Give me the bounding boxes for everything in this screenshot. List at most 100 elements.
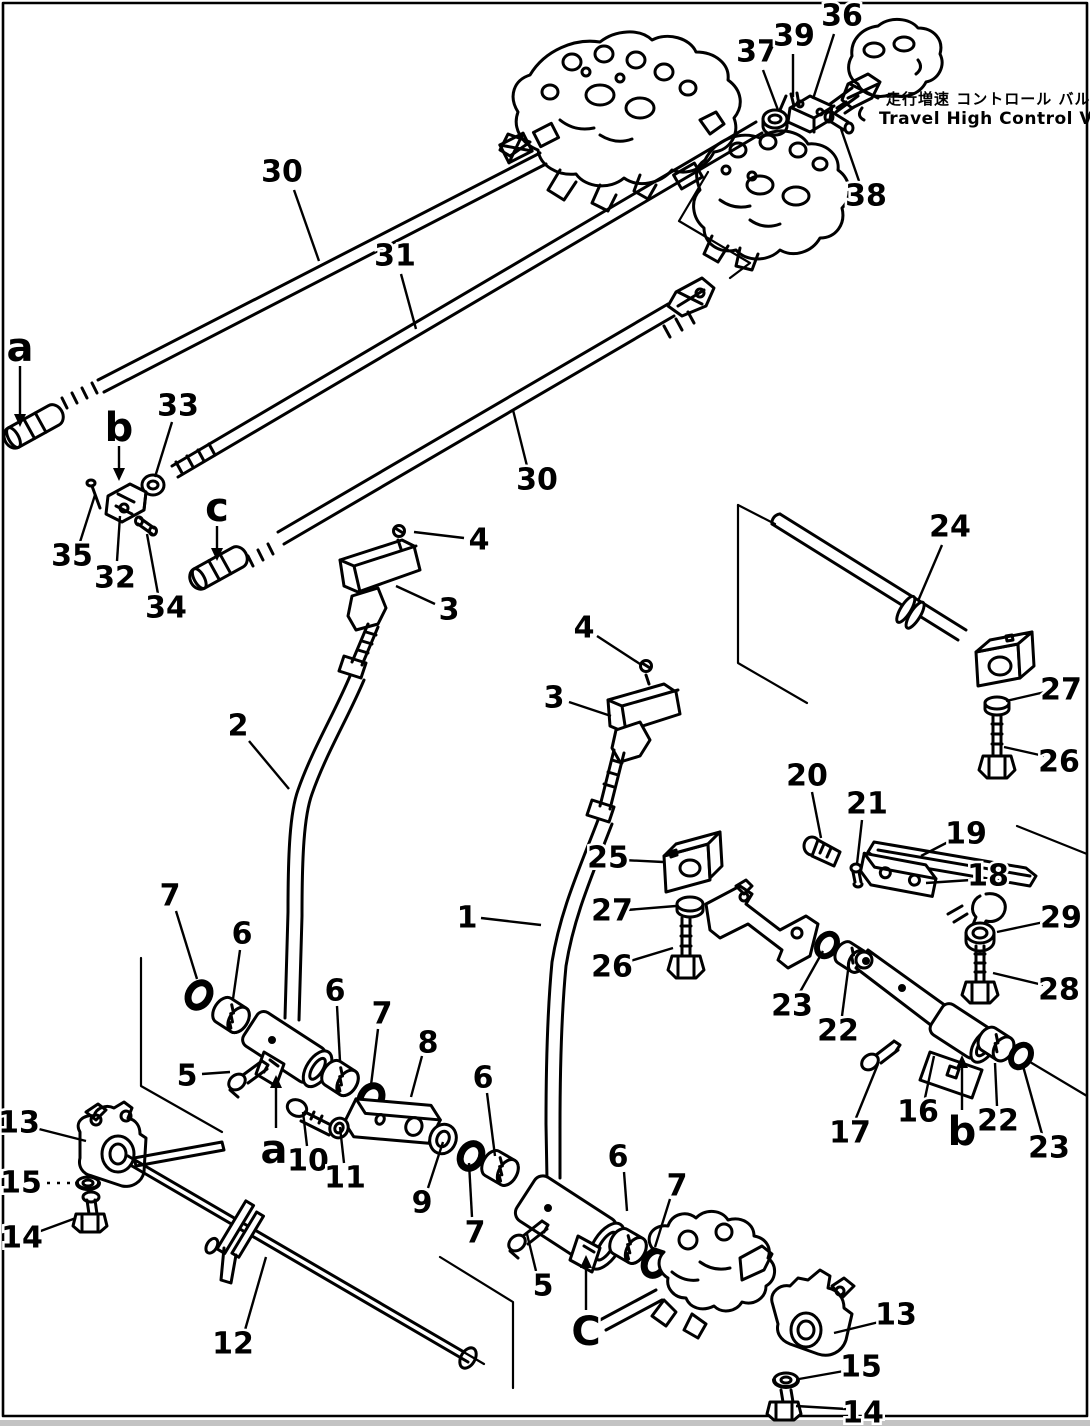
callout-leader-30 bbox=[292, 189, 321, 262]
ref-letter-a: a bbox=[261, 1127, 288, 1173]
callout-leader-6 bbox=[622, 1171, 629, 1212]
callout-label-15: 15 bbox=[840, 1350, 882, 1385]
callout-leader-5 bbox=[525, 1233, 538, 1272]
callout-leader-1 bbox=[480, 916, 542, 927]
callout-label-6: 6 bbox=[325, 974, 346, 1009]
callout-label-30: 30 bbox=[261, 155, 303, 190]
callout-label-30: 30 bbox=[516, 463, 558, 498]
callout-label-8: 8 bbox=[418, 1026, 439, 1061]
callout-leader-29 bbox=[996, 920, 1045, 934]
callout-leader-30 bbox=[511, 409, 529, 467]
cable-clamp-36-assembly bbox=[761, 86, 860, 137]
bar-19 bbox=[866, 840, 1038, 888]
callout-label-23: 23 bbox=[771, 989, 813, 1024]
callout-label-1: 1 bbox=[457, 901, 478, 936]
lever-2-assembly bbox=[241, 524, 422, 1089]
callout-leader-26 bbox=[626, 946, 674, 964]
callout-leader-11 bbox=[338, 1126, 346, 1164]
callout-label-4: 4 bbox=[574, 611, 595, 646]
center-boss-hardware bbox=[428, 1122, 670, 1279]
pin-34 bbox=[134, 515, 158, 537]
control-cable-30-lower bbox=[188, 276, 716, 591]
callout-leader-22 bbox=[840, 962, 851, 1017]
callout-leader-2 bbox=[248, 740, 290, 790]
callout-leader-13 bbox=[34, 1126, 87, 1143]
callout-leader-4 bbox=[413, 530, 465, 540]
cable-clevis bbox=[498, 131, 534, 165]
callout-leader-19 bbox=[920, 839, 951, 858]
callout-label-7: 7 bbox=[372, 997, 393, 1032]
left-boss-hardware bbox=[184, 979, 442, 1145]
callout-label-15: 15 bbox=[0, 1166, 42, 1201]
callout-label-11: 11 bbox=[324, 1161, 366, 1196]
callout-label-25: 25 bbox=[587, 841, 629, 876]
title-english: Travel High Control Valve bbox=[879, 109, 1090, 129]
clamp-32 bbox=[104, 482, 148, 524]
callout-leader-36 bbox=[811, 33, 836, 100]
bolt-14 bbox=[71, 1190, 109, 1234]
ref-arrowhead-a bbox=[270, 1075, 282, 1088]
seal-ring-7 bbox=[184, 979, 214, 1011]
bushing-6 bbox=[480, 1149, 520, 1187]
callout-label-31: 31 bbox=[374, 239, 416, 274]
washer-27 bbox=[675, 895, 705, 919]
callout-label-29: 29 bbox=[1040, 901, 1082, 936]
callout-leader-8 bbox=[409, 1055, 424, 1098]
callout-label-7: 7 bbox=[465, 1216, 486, 1251]
callout-label-33: 33 bbox=[157, 389, 199, 424]
callout-leader-7 bbox=[467, 1162, 474, 1218]
callout-leader-6 bbox=[335, 1005, 342, 1062]
callout-label-14: 14 bbox=[1, 1221, 43, 1256]
callout-label-13: 13 bbox=[0, 1106, 40, 1141]
control-cable-31 bbox=[170, 120, 764, 479]
bolt-28 bbox=[960, 944, 1000, 1005]
callout-leader-14 bbox=[795, 1404, 847, 1411]
cable-end-a bbox=[2, 403, 65, 450]
callout-leader-15 bbox=[798, 1369, 845, 1381]
callout-leader-24 bbox=[916, 544, 944, 602]
callout-label-37: 37 bbox=[736, 35, 778, 70]
ref-arrowhead-C bbox=[580, 1255, 592, 1268]
callout-leader-7 bbox=[653, 1198, 672, 1248]
callout-leader-17 bbox=[854, 1063, 880, 1119]
flat-bracket bbox=[704, 884, 820, 970]
lever-1-assembly bbox=[513, 659, 682, 1274]
callout-label-23: 23 bbox=[1028, 1131, 1070, 1166]
callout-leader-14 bbox=[37, 1216, 77, 1234]
callout-label-3: 3 bbox=[439, 593, 460, 628]
travel-high-control-valve bbox=[835, 18, 944, 122]
callout-leader-6 bbox=[485, 1092, 497, 1157]
cable-end-c bbox=[188, 545, 249, 591]
callout-leader-7 bbox=[174, 910, 199, 980]
callout-label-13: 13 bbox=[875, 1298, 917, 1333]
callout-leader-34 bbox=[145, 533, 160, 595]
bolt-10 bbox=[285, 1098, 335, 1137]
callout-label-20: 20 bbox=[786, 759, 828, 794]
bolt-17 bbox=[860, 1039, 902, 1072]
callout-leader-28 bbox=[992, 971, 1044, 987]
boss-lug bbox=[568, 1234, 602, 1274]
seal-ring-7 bbox=[456, 1140, 486, 1172]
block-25-assembly bbox=[662, 830, 724, 980]
callout-label-9: 9 bbox=[412, 1186, 433, 1221]
callout-label-21: 21 bbox=[846, 787, 888, 822]
bolt-5 bbox=[227, 1059, 270, 1099]
callout-label-6: 6 bbox=[232, 917, 253, 952]
ref-arrowhead-a bbox=[14, 414, 26, 427]
callout-leader-27 bbox=[1005, 690, 1046, 703]
callout-label-36: 36 bbox=[821, 0, 863, 34]
callout-leader-38 bbox=[839, 128, 861, 182]
ref-letter-a: a bbox=[7, 325, 34, 371]
callout-label-10: 10 bbox=[287, 1144, 329, 1179]
callout-leader-35 bbox=[78, 494, 97, 543]
block-25 bbox=[662, 830, 724, 894]
ref-arrowhead-b bbox=[956, 1055, 968, 1068]
washer-33 bbox=[140, 473, 166, 497]
callout-label-12: 12 bbox=[212, 1327, 254, 1362]
callout-label-38: 38 bbox=[845, 179, 887, 214]
callout-label-22: 22 bbox=[817, 1014, 859, 1049]
bushing-6 bbox=[211, 995, 251, 1035]
fitting-20 bbox=[802, 835, 842, 868]
shaft-12 bbox=[126, 1154, 478, 1370]
